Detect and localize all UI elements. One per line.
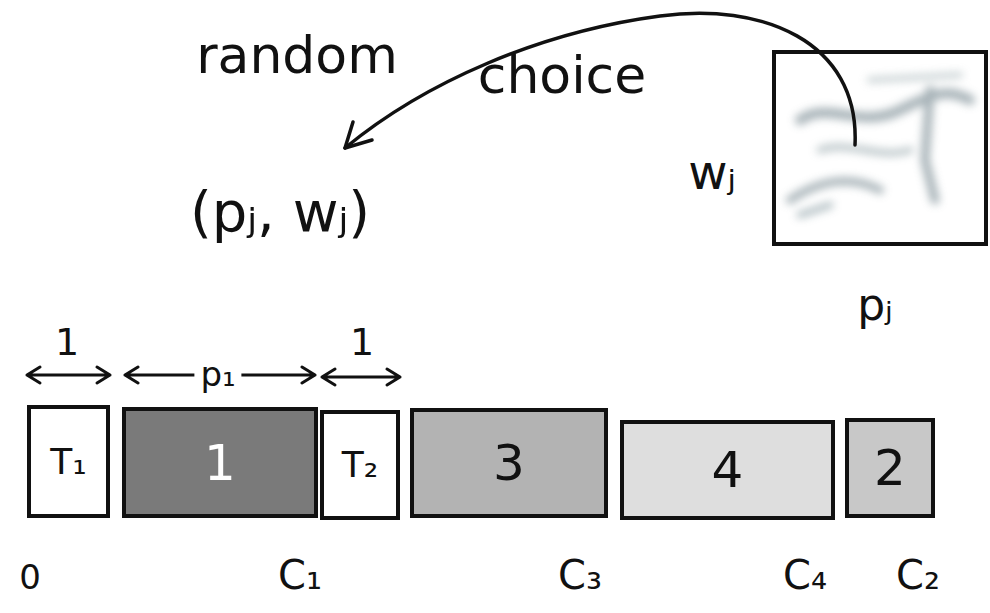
job-box: 4 <box>620 420 835 520</box>
box-number: T₂ <box>342 447 378 483</box>
caption-word: choice <box>478 48 646 103</box>
job-box: 1 <box>122 407 318 518</box>
dimension-label: 1 <box>55 323 79 363</box>
job-box: 3 <box>410 408 608 518</box>
box-number: 3 <box>493 438 525 488</box>
setup-box: T₁ <box>27 405 110 518</box>
dimension-label: wⱼ <box>688 147 736 197</box>
completion-label: C₄ <box>783 554 827 596</box>
completion-label: C₃ <box>558 554 602 596</box>
completion-label: C₁ <box>278 554 322 596</box>
box-number: 1 <box>204 438 236 488</box>
pair-label: (pⱼ, wⱼ) <box>190 183 370 242</box>
completion-label: C₂ <box>896 554 940 596</box>
box-number: 2 <box>874 443 906 493</box>
setup-box: T₂ <box>320 410 400 520</box>
job-box: 2 <box>845 418 935 518</box>
caption-word: random <box>196 28 398 83</box>
box-number: 4 <box>712 445 744 495</box>
dimension-label: 1 <box>350 323 374 363</box>
choice-arrow <box>345 13 855 148</box>
random-square <box>774 52 986 244</box>
dimension-label: pⱼ <box>857 282 893 328</box>
time-label: 0 <box>19 560 41 596</box>
dimension-label: p₁ <box>194 357 241 393</box>
box-number: T₁ <box>50 444 86 480</box>
